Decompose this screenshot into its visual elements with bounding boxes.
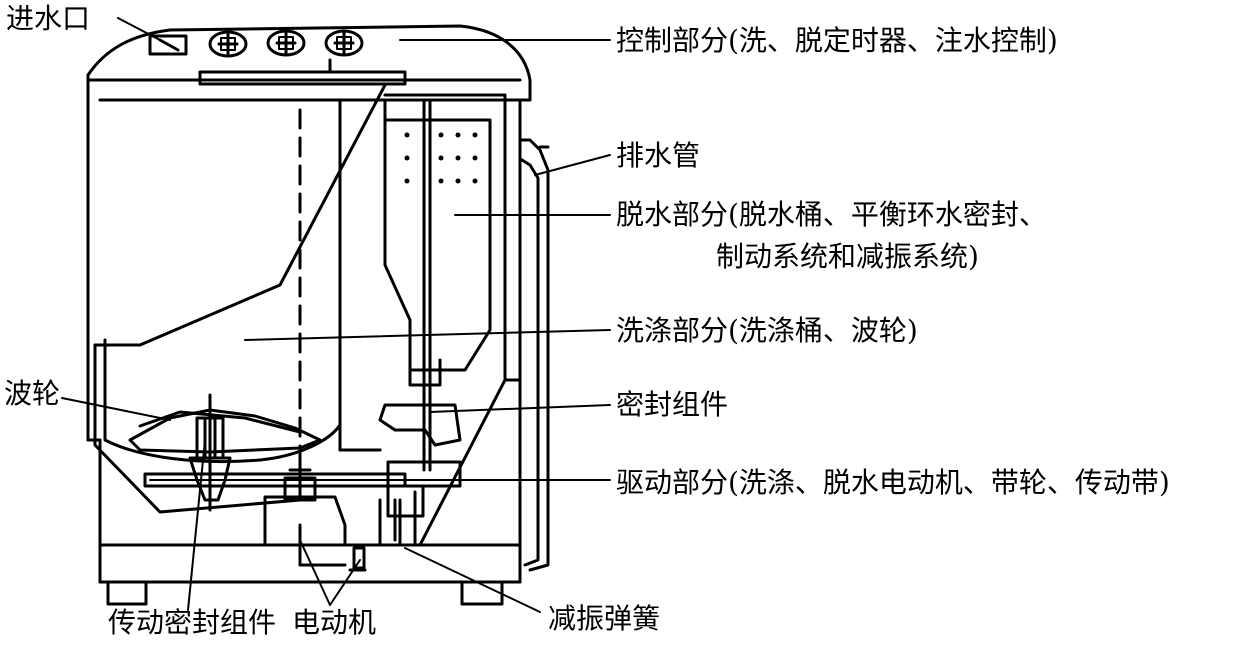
spin-seal bbox=[378, 403, 462, 447]
leader-water-inlet bbox=[117, 17, 161, 41]
label-spin-line2: 制动系统和减振系统) bbox=[716, 240, 979, 273]
label-pulsator: 波轮 bbox=[4, 377, 60, 410]
motor bbox=[263, 463, 347, 567]
leader-motor-a bbox=[299, 539, 331, 606]
label-water-inlet: 进水口 bbox=[6, 2, 90, 35]
label-control: 控制部分(洗、脱定时器、注水控制) bbox=[616, 24, 1058, 57]
label-transmission-seal: 传动密封组件 bbox=[108, 606, 276, 639]
water-inlet-box bbox=[148, 34, 188, 56]
damping-spring bbox=[348, 546, 367, 572]
label-motor: 电动机 bbox=[292, 606, 376, 639]
leader-drain-pipe bbox=[534, 154, 611, 176]
leader-transmission-seal bbox=[187, 439, 206, 611]
knob-3 bbox=[324, 29, 364, 57]
knob-1 bbox=[208, 30, 248, 58]
control-panel bbox=[148, 29, 407, 86]
label-drive: 驱动部分(洗涤、脱水电动机、带轮、传动带) bbox=[616, 466, 1170, 499]
wash-tub bbox=[93, 83, 387, 514]
drain-pipe bbox=[518, 138, 550, 572]
leader-seal bbox=[429, 404, 611, 413]
leader-damping-spring bbox=[404, 547, 541, 613]
leader-motor-b bbox=[329, 559, 361, 606]
label-spin-line1: 脱水部分(脱水桶、平衡环水密封、 bbox=[616, 198, 1047, 231]
foot-left bbox=[106, 580, 148, 606]
label-drain-pipe: 排水管 bbox=[616, 139, 700, 172]
leader-lines bbox=[61, 17, 611, 613]
leader-wash bbox=[244, 329, 611, 341]
knob-2 bbox=[266, 29, 306, 57]
label-wash: 洗涤部分(洗涤桶、波轮) bbox=[616, 314, 918, 347]
leader-pulsator bbox=[61, 397, 171, 421]
label-seal: 密封组件 bbox=[616, 388, 728, 421]
cabinet bbox=[86, 24, 532, 606]
spin-holes bbox=[404, 132, 478, 184]
pulsator-assembly bbox=[128, 393, 407, 512]
label-damping-spring: 减振弹簧 bbox=[548, 602, 660, 635]
spin-tub bbox=[338, 93, 522, 552]
labels: 进水口 控制部分(洗、脱定时器、注水控制) 排水管 脱水部分(脱水桶、平衡环水密… bbox=[4, 2, 1170, 639]
